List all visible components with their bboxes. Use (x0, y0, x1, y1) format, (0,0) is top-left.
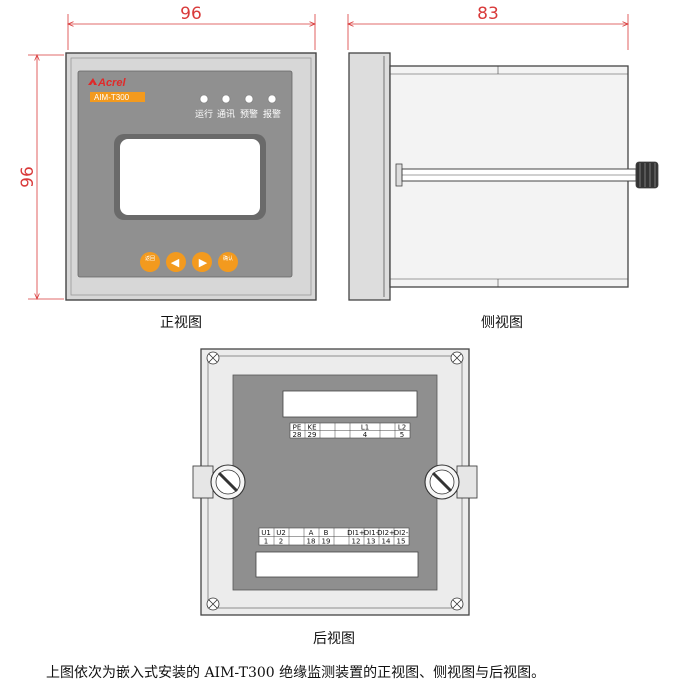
terminal-number: 14 (382, 538, 391, 546)
terminal-label: DI2- (394, 529, 409, 537)
side-view-caption: 侧视图 (481, 315, 523, 331)
clamp-knob-icon (635, 161, 659, 189)
terminal-number: 4 (363, 431, 368, 439)
right-fn-button-label: 确认 (223, 255, 233, 262)
terminal-label: A (309, 529, 314, 537)
run-led-icon (199, 94, 209, 104)
front-view: Acrel AIM-T300 运行 通讯 预警 报警 返回 ◀ ▶ 确认 (65, 52, 317, 301)
terminal-label: U2 (276, 529, 286, 537)
alarm-led-icon (267, 94, 277, 104)
left-fn-button-label: 返回 (145, 255, 155, 262)
depth-dimension-label: 83 (477, 4, 499, 24)
height-dimension-label: 96 (18, 166, 38, 188)
depth-dimension (348, 14, 628, 50)
width-dimension (68, 14, 315, 50)
model-label: AIM-T300 (94, 93, 130, 102)
figure-description: 上图依次为嵌入式安装的 AIM-T300 绝缘监测装置的正视图、侧视图与后视图。 (46, 665, 546, 681)
right-clamp (424, 464, 478, 500)
led-label: 运行 (195, 108, 213, 120)
terminal-number: 19 (322, 538, 331, 546)
terminal-number: 18 (307, 538, 316, 546)
front-view-caption: 正视图 (160, 315, 202, 331)
terminal-label: L2 (398, 424, 406, 432)
terminal-label: DI2+ (377, 529, 395, 537)
terminal-number: 13 (367, 538, 376, 546)
rear-view-caption: 后视图 (313, 631, 355, 647)
terminal-label: U1 (261, 529, 271, 537)
prewarn-led-icon (244, 94, 254, 104)
side-view (348, 52, 659, 301)
left-arrow-icon: ◀ (171, 256, 180, 269)
terminal-number: 1 (264, 538, 268, 546)
terminal-number: 28 (293, 431, 302, 439)
led-label: 预警 (240, 108, 258, 120)
rear-view: PE KE L1 L2 28 29 4 5 (192, 348, 478, 616)
terminal-label: B (324, 529, 329, 537)
height-dimension (28, 55, 64, 299)
terminal-label: DI1+ (347, 529, 365, 537)
comm-led-icon (221, 94, 231, 104)
terminal-number: 29 (308, 431, 317, 439)
right-fn-button[interactable] (218, 252, 238, 272)
brand-name: Acrel (97, 77, 126, 89)
left-clamp (192, 464, 246, 500)
terminal-number: 5 (400, 431, 404, 439)
model-badge (90, 92, 145, 102)
left-arrow-button[interactable] (166, 252, 186, 272)
terminal-number: 2 (279, 538, 283, 546)
top-terminal-block (282, 390, 418, 418)
terminal-label: KE (307, 424, 316, 432)
left-fn-button[interactable] (140, 252, 160, 272)
width-dimension-label: 96 (180, 4, 202, 24)
led-label: 通讯 (217, 109, 235, 120)
lcd-screen (120, 139, 260, 215)
right-arrow-button[interactable] (192, 252, 212, 272)
right-arrow-icon: ▶ (199, 256, 208, 269)
acrel-logo-icon (88, 78, 97, 85)
terminal-number: 15 (397, 538, 406, 546)
terminal-label: PE (293, 424, 302, 432)
terminal-label: DI1- (364, 529, 379, 537)
bottom-terminal-block (255, 551, 419, 578)
led-label: 报警 (263, 108, 281, 120)
terminal-number: 12 (352, 538, 361, 546)
terminal-label: L1 (361, 424, 369, 432)
